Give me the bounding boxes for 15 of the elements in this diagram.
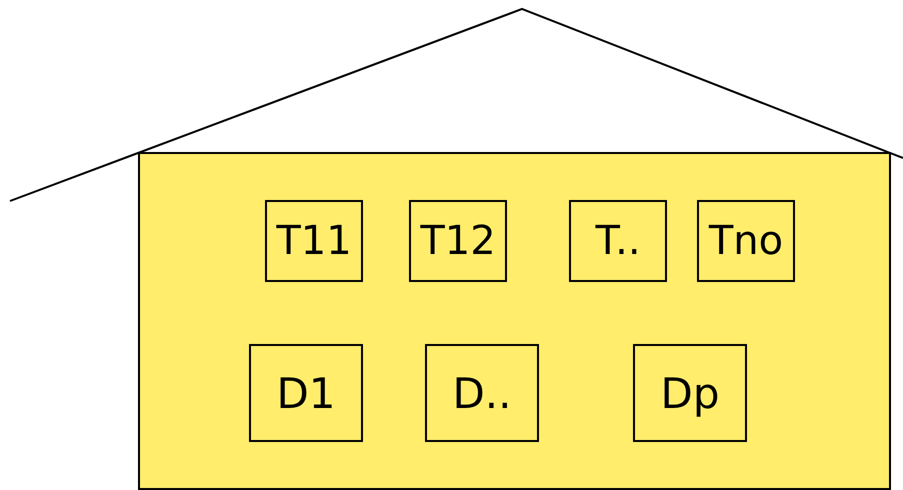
- box-label: T..: [595, 218, 641, 264]
- text-box: [633, 344, 747, 442]
- text-box: [425, 344, 539, 442]
- box-label: T11: [276, 218, 352, 264]
- text-box: [265, 200, 363, 282]
- box-label: Dp: [660, 368, 720, 418]
- box-label: Tno: [708, 218, 784, 264]
- text-box: [409, 200, 507, 282]
- text-box: [697, 200, 795, 282]
- text-box: [249, 344, 363, 442]
- house-body: [138, 152, 891, 490]
- box-label: T12: [420, 218, 496, 264]
- box-label: D..: [452, 368, 512, 418]
- box-label: D1: [276, 368, 336, 418]
- text-box: [569, 200, 667, 282]
